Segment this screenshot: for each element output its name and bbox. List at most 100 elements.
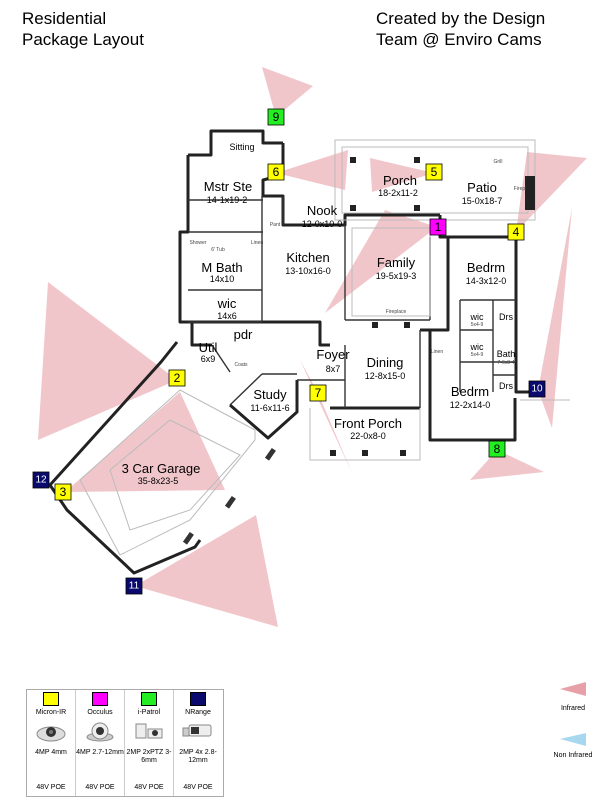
camera-3-label: 3: [60, 485, 67, 499]
interior-walls: [188, 196, 516, 408]
camera-6-label: 6: [273, 165, 280, 179]
legend-micron: Micron-IR 4MP 4mm 48V POE: [27, 690, 76, 796]
label-linen-2: Linen: [431, 349, 443, 355]
legend-nrange-swatch: [190, 692, 206, 706]
camera-7[interactable]: 7: [309, 384, 327, 402]
header-title-line2: Package Layout: [22, 30, 144, 49]
legend-occulus-swatch: [92, 692, 108, 706]
camera-1[interactable]: 1: [429, 218, 447, 236]
camera-4[interactable]: 4: [507, 223, 525, 241]
bullet-camera-icon: [182, 724, 212, 737]
legend-nrange-power: 48V POE: [183, 784, 213, 791]
label-kitchen: Kitchen: [286, 250, 329, 265]
camera-12-label: 12: [35, 475, 47, 486]
camera-10-label: 10: [531, 384, 543, 395]
product-legend: Micron-IR 4MP 4mm 48V POE Occulus 4MP 2.…: [26, 689, 224, 797]
label-mstr-ste-dim: 14-1x19-2: [207, 195, 248, 205]
non-infrared-label: Non Infrared: [553, 752, 593, 759]
non-infrared-swatch-icon: [560, 733, 586, 746]
label-sitting: Sitting: [229, 142, 254, 152]
label-garage: 3 Car Garage: [122, 461, 201, 476]
legend-occulus-spec: 4MP 2.7-12mm: [76, 749, 124, 756]
camera-9-label: 9: [273, 110, 280, 124]
label-m-bath: M Bath: [201, 260, 242, 275]
label-bedrm-2: Bedrm: [451, 384, 489, 399]
label-pant: Pant: [270, 222, 281, 228]
camera-2[interactable]: 2: [168, 369, 186, 387]
legend-micron-spec: 4MP 4mm: [35, 749, 67, 756]
label-foyer: Foyer: [316, 347, 350, 362]
label-bath: Bath: [497, 349, 516, 359]
camera-11-label: 11: [129, 581, 140, 592]
label-family-dim: 19-5x19-3: [376, 271, 417, 281]
cone-cam-11: [135, 515, 278, 627]
legend-ipatrol-name: i-Patrol: [137, 709, 161, 716]
label-wic-main: wic: [217, 296, 237, 311]
label-wic-a: wic: [470, 312, 484, 322]
label-front-porch-dim: 22-0x8-0: [350, 431, 386, 441]
legend-nrange-name: NRange: [185, 709, 211, 716]
legend-micron-power: 48V POE: [36, 784, 66, 791]
label-linen-1: Linen: [251, 240, 263, 246]
cone-cam-4: [516, 152, 587, 232]
label-firepl: Firepl: [514, 186, 527, 192]
cone-cam-9: [262, 67, 313, 117]
label-wic-a-dim: 5x4-9: [471, 322, 484, 328]
camera-8[interactable]: 8: [488, 440, 506, 458]
legend-micron-swatch: [43, 692, 59, 706]
label-util-dim: 6x9: [201, 354, 216, 364]
cone-cam-2: [38, 282, 177, 440]
label-fireplace: Fireplace: [386, 309, 407, 315]
label-bath-dim: 7-6x8-4: [498, 360, 515, 366]
porch-posts: [330, 157, 535, 456]
camera-5[interactable]: 5: [425, 163, 443, 181]
label-dining: Dining: [367, 355, 404, 370]
camera-10[interactable]: 10: [528, 380, 546, 398]
cone-cam-10: [538, 208, 572, 428]
coverage-key: [560, 682, 586, 746]
legend-occulus-power: 48V POE: [85, 784, 115, 791]
label-grill: Grill: [494, 159, 503, 165]
turret-camera-icon: [86, 722, 114, 742]
legend-nrange: NRange 2MP 4x 2.8-12mm 48V POE: [174, 690, 222, 796]
label-patio-dim: 15-0x18-7: [462, 196, 503, 206]
camera-9[interactable]: 9: [267, 108, 285, 126]
label-coats: Coats: [234, 362, 248, 368]
camera-6[interactable]: 6: [267, 163, 285, 181]
camera-3[interactable]: 3: [54, 483, 72, 501]
legend-ipatrol: i-Patrol 2MP 2xPTZ 3-6mm 48V POE: [125, 690, 174, 796]
cone-cam-1: [325, 210, 437, 313]
label-wic-b-dim: 5x4-9: [471, 352, 484, 358]
label-tub: 6' Tub: [211, 247, 225, 253]
header-title: Residential Package Layout: [22, 8, 144, 50]
camera-8-label: 8: [494, 442, 501, 456]
label-drs-b: Drs: [499, 381, 513, 391]
camera-12[interactable]: 12: [32, 471, 50, 489]
legend-micron-name: Micron-IR: [35, 709, 67, 716]
camera-11[interactable]: 11: [125, 577, 143, 595]
camera-1-label: 1: [435, 220, 442, 234]
label-wic-b: wic: [470, 342, 484, 352]
camera-4-label: 4: [513, 225, 520, 239]
label-drs-a: Drs: [499, 312, 513, 322]
label-bedrm-1: Bedrm: [467, 260, 505, 275]
infrared-swatch-icon: [560, 682, 586, 696]
header-credit-line1: Created by the Design: [376, 9, 546, 28]
garage-door-marks: [182, 447, 276, 545]
header-credit-line2: Team @ Enviro Cams: [376, 30, 542, 49]
label-bedrm-2-dim: 12-2x14-0: [450, 400, 491, 410]
label-kitchen-dim: 13-10x16-0: [285, 266, 331, 276]
label-porch-dim: 18-2x11-2: [378, 188, 418, 198]
coverage-cones: [38, 67, 587, 627]
header-title-line1: Residential: [22, 9, 107, 28]
label-foyer-dim: 8x7: [326, 364, 341, 374]
label-bedrm-1-dim: 14-3x12-0: [466, 276, 507, 286]
cone-cam-6: [276, 150, 348, 190]
camera-5-label: 5: [431, 165, 438, 179]
camera-7-label: 7: [315, 386, 322, 400]
minor-labels: Pant Linen Shower 6' Tub Grill Firepl Co…: [190, 159, 527, 368]
legend-nrange-spec: 2MP 4x 2.8-12mm: [179, 749, 217, 764]
label-pdr: pdr: [234, 327, 253, 342]
label-shower: Shower: [190, 240, 207, 246]
